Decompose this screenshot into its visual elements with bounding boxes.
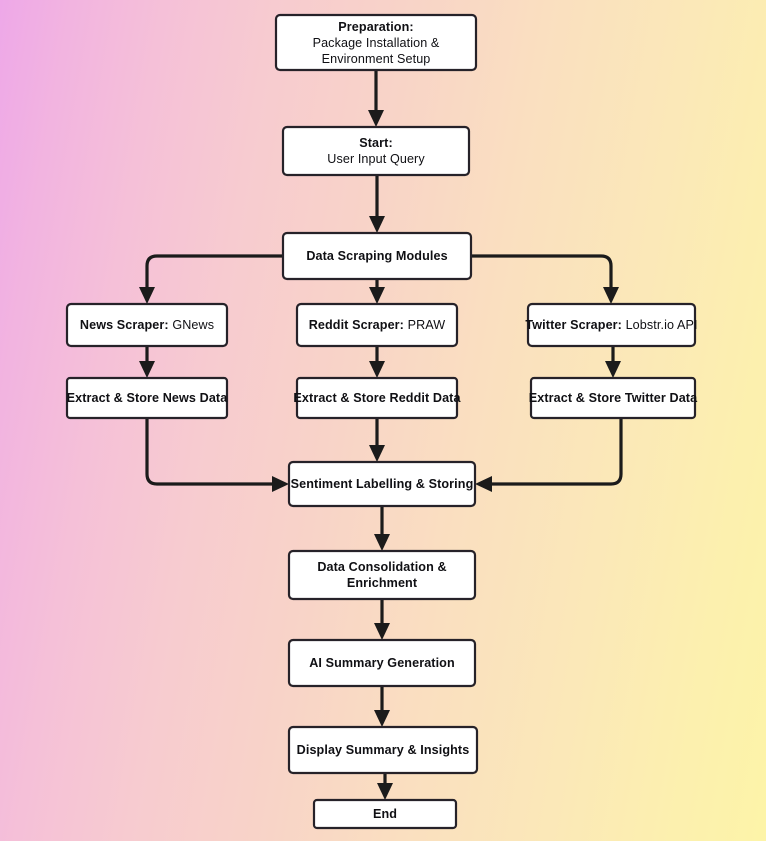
edge-news-to-extract-news — [139, 346, 155, 378]
node-box-layer — [65, 13, 697, 830]
node-extract-news-box[interactable] — [65, 376, 229, 420]
edge-extract-reddit-to-sentiment — [369, 418, 385, 462]
node-ai-summary-box[interactable] — [287, 638, 477, 688]
node-preparation-box[interactable] — [274, 13, 478, 72]
edge-scraping-to-news — [139, 254, 283, 304]
node-start-box[interactable] — [281, 125, 471, 177]
edge-extract-twitter-to-sentiment — [475, 418, 623, 492]
node-news-scraper-box[interactable] — [65, 302, 229, 348]
edge-twitter-to-extract-twitter — [605, 346, 621, 378]
edge-display-to-end — [377, 773, 393, 800]
edge-start-to-scraping — [369, 175, 385, 233]
node-extract-twitter-box[interactable] — [529, 376, 697, 420]
node-data-scraping-modules-box[interactable] — [281, 231, 473, 281]
edge-reddit-to-extract-reddit — [369, 346, 385, 378]
edge-extract-news-to-sentiment — [145, 418, 289, 492]
node-reddit-scraper-box[interactable] — [295, 302, 459, 348]
edge-scraping-to-reddit — [369, 279, 385, 304]
edge-sentiment-to-consolidation — [374, 506, 390, 551]
node-sentiment-labelling-box[interactable] — [287, 460, 477, 508]
node-display-summary-box[interactable] — [287, 725, 479, 775]
edge-scraping-to-twitter — [471, 254, 619, 304]
edge-preparation-to-start — [368, 70, 384, 127]
node-extract-reddit-box[interactable] — [295, 376, 459, 420]
node-twitter-scraper-box[interactable] — [526, 302, 697, 348]
edge-ai-summary-to-display — [374, 686, 390, 727]
node-end-box[interactable] — [312, 798, 458, 830]
node-data-consolidation-box[interactable] — [287, 549, 477, 601]
edge-consolidation-to-ai-summary — [374, 599, 390, 640]
edge-layer — [139, 70, 623, 800]
